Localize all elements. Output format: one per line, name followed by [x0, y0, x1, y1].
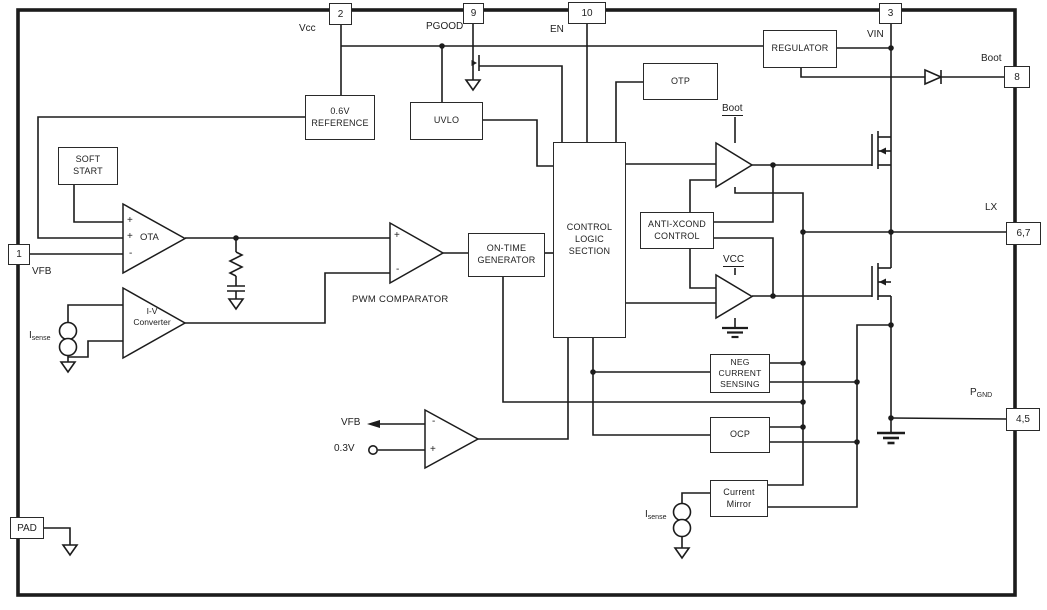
vcc-pin-label: Vcc — [299, 23, 316, 34]
current-mirror-block: Current Mirror — [710, 480, 768, 517]
ota-label: OTA — [140, 232, 159, 243]
pwm-comparator-label: PWM COMPARATOR — [352, 294, 449, 305]
pin-9-pgood: 9 — [463, 3, 484, 24]
junction-dots — [233, 43, 894, 445]
boot-diode-icon — [924, 68, 943, 86]
pin-8-boot: 8 — [1004, 66, 1030, 88]
ground-arrow-icon — [673, 547, 691, 560]
ref-0v3-label: 0.3V — [334, 443, 355, 454]
low-side-mosfet-icon — [871, 232, 892, 418]
high-side-mosfet-icon — [871, 131, 892, 232]
pin-67-lx: 6,7 — [1006, 222, 1041, 245]
ocp-block: OCP — [710, 417, 770, 453]
ground-arrow-icon — [464, 79, 482, 92]
ground-arrow-icon — [59, 361, 77, 374]
lx-pin-label: LX — [985, 202, 998, 213]
pin-10-en: 10 — [568, 2, 606, 24]
isense-label-left: Isense — [29, 330, 51, 342]
neg-current-sensing-block: NEG CURRENT SENSING — [710, 354, 770, 393]
ota-plus2-sign: + — [127, 231, 133, 242]
resistor — [228, 251, 244, 277]
vfb-arrow-icon — [367, 420, 380, 428]
pwm-comparator-amplifier — [389, 221, 445, 285]
pgood-pin-label: PGOOD — [426, 21, 464, 32]
pin-pad: PAD — [10, 517, 44, 539]
ground-bars-icon — [722, 326, 748, 339]
regulator-block: REGULATOR — [763, 30, 837, 68]
pgood-mosfet-icon — [464, 52, 482, 92]
reference-block: 0.6V REFERENCE — [305, 95, 375, 140]
en-pin-label: EN — [550, 24, 564, 35]
vcc-rail-label: VCC — [723, 254, 745, 267]
iv-converter-label: I-V Converter — [133, 306, 171, 327]
chip-outline — [16, 8, 1017, 597]
comparator-minus-sign: - — [432, 416, 436, 427]
otp-block: OTP — [643, 63, 718, 100]
ground-arrow-icon — [61, 544, 79, 557]
comparator-plus-sign: + — [430, 444, 436, 455]
low-side-driver — [715, 273, 754, 320]
isense-current-source-left — [58, 304, 123, 374]
on-time-generator-block: ON-TIME GENERATOR — [468, 233, 545, 277]
anti-xcond-block: ANTI-XCOND CONTROL — [640, 212, 714, 249]
vin-pin-label: VIN — [867, 29, 884, 40]
vfb-pin-label: VFB — [32, 266, 52, 277]
isense-label-right: Isense — [645, 509, 667, 521]
pin-1-vfb: 1 — [8, 244, 30, 265]
ground-arrow-icon — [227, 298, 245, 311]
ota-amplifier — [122, 202, 187, 275]
boot-pin-label: Boot — [981, 53, 1002, 64]
signal-node-icon — [367, 444, 378, 455]
pin-45-pgnd: 4,5 — [1006, 408, 1040, 431]
pin-3-vin: 3 — [879, 3, 902, 24]
pgnd-ground-bars-icon — [877, 431, 905, 445]
boot-rail-label: Boot — [722, 103, 743, 116]
high-side-driver — [715, 141, 754, 189]
vfb-net-label: VFB — [341, 417, 361, 428]
iv-converter-amplifier — [122, 286, 187, 360]
ota-minus-sign: - — [129, 248, 133, 259]
isense-current-source-right — [672, 492, 710, 560]
soft-start-block: SOFT START — [58, 147, 118, 185]
uvlo-block: UVLO — [410, 102, 483, 140]
zero-comparator-amplifier — [424, 408, 480, 470]
pwm-minus-sign: - — [396, 264, 400, 275]
pgnd-pin-label: PGND — [970, 387, 993, 399]
ota-plus1-sign: + — [127, 215, 133, 226]
pin-2-vcc: 2 — [329, 3, 352, 25]
pwm-plus-sign: + — [394, 230, 400, 241]
control-logic-block: CONTROL LOGIC SECTION — [553, 142, 626, 338]
